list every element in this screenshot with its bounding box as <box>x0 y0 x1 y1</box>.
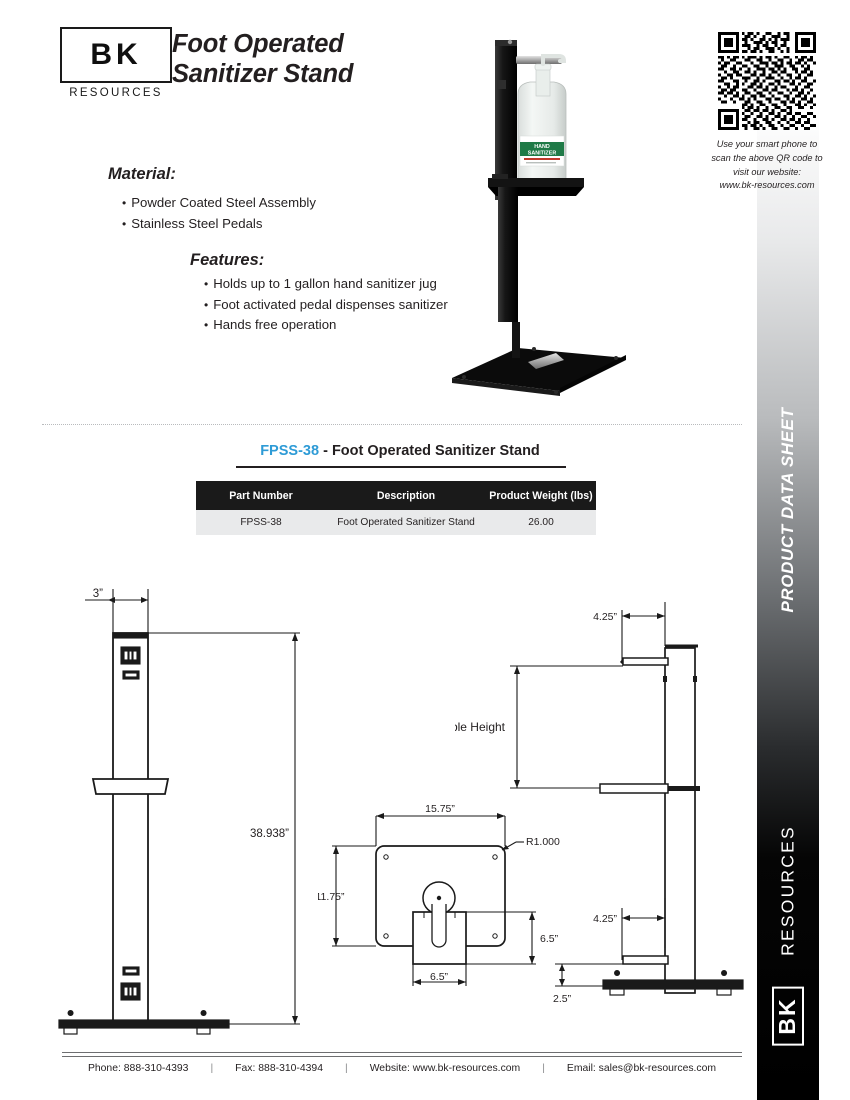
table-row: FPSS-38 Foot Operated Sanitizer Stand 26… <box>196 510 596 535</box>
sidebar-resources-text: RESOURCES <box>777 825 798 956</box>
dim-side-lower-offset: 4.25” <box>593 913 617 925</box>
list-item: Foot activated pedal dispenses sanitizer <box>204 295 448 316</box>
qr-caption-line4: www.bk-resources.com <box>719 180 815 191</box>
logo-box: BK <box>60 27 172 83</box>
table-title: FPSS-38 - Foot Operated Sanitizer Stand <box>196 443 604 459</box>
footer-website[interactable]: Website: www.bk-resources.com <box>369 1063 521 1074</box>
page-title-line2: Sanitizer Stand <box>172 60 354 89</box>
qr-caption-line2: scan the above QR code to <box>711 152 823 163</box>
column-header-description: Description <box>376 489 436 502</box>
dim-base-depth: 11.75” <box>318 891 345 903</box>
drawing-side-view: 4.25” Adjustable Height 4.25” 2.5” <box>455 602 744 1005</box>
list-item: Hands free operation <box>204 315 448 336</box>
features-heading: Features: <box>190 251 265 269</box>
table-title-dash: - <box>319 443 332 459</box>
sidebar-logo-text: BK <box>772 986 804 1046</box>
dim-side-top-offset: 4.25” <box>593 611 617 623</box>
table-title-rule <box>236 466 566 468</box>
brand-logo: BK RESOURCES <box>60 27 172 99</box>
label-adjustable-height: Adjustable Height <box>455 720 506 734</box>
footer-separator: | <box>210 1063 214 1074</box>
table-header-row: Part Number Description Product Weight (… <box>196 481 596 510</box>
qr-caption-line1: Use your smart phone to <box>716 139 818 149</box>
list-item: Stainless Steel Pedals <box>122 214 316 235</box>
column-header-part-number: Part Number <box>229 489 293 502</box>
footer-email[interactable]: Email: sales@bk-resources.com <box>566 1063 717 1074</box>
logo-subtitle: RESOURCES <box>69 87 163 99</box>
footer-separator: | <box>542 1063 545 1074</box>
material-list: Powder Coated Steel Assembly Stainless S… <box>122 193 316 234</box>
footer-rule-top <box>62 1052 742 1053</box>
features-list: Holds up to 1 gallon hand sanitizer jug … <box>204 274 448 336</box>
product-photo: HAND SANITIZER <box>452 39 626 396</box>
footer-separator: | <box>344 1063 348 1074</box>
dim-base-width: 15.75” <box>425 803 455 815</box>
svg-text:HAND: HAND <box>534 144 550 150</box>
qr-caption-line3: visit our website: <box>733 166 801 177</box>
section-divider <box>42 424 742 425</box>
dim-front-width: 3” <box>93 588 103 600</box>
svg-text:SANITIZER: SANITIZER <box>528 151 557 157</box>
footer-fax: Fax: 888-310-4394 <box>235 1063 323 1074</box>
dim-pedal-height: 6.5” <box>540 933 559 945</box>
dim-front-height: 38.938” <box>250 828 289 840</box>
dim-base-height: 2.5” <box>553 993 572 1005</box>
right-sidebar: PRODUCT DATA SHEET RESOURCES BK <box>757 0 819 1100</box>
footer-rule-bottom <box>62 1056 742 1057</box>
column-header-weight: Product Weight (lbs) <box>489 489 593 502</box>
footer-contact-bar: Phone: 888-310-4393 | Fax: 888-310-4394 … <box>62 1063 742 1074</box>
cell-part-number: FPSS-38 <box>240 517 282 528</box>
cell-weight: 26.00 <box>528 517 554 528</box>
drawing-base-plate: 15.75” 11.75” R1.000 6.5” 6.5” <box>318 803 560 986</box>
material-heading: Material: <box>108 165 176 183</box>
drawing-front-view: 3” 38.938” <box>58 588 300 1035</box>
qr-code-icon <box>718 32 816 130</box>
page-title: Foot Operated Sanitizer Stand <box>172 29 462 89</box>
qr-block: Use your smart phone to scan the above Q… <box>711 32 823 193</box>
logo-text: BK <box>90 38 142 71</box>
table-title-description: Foot Operated Sanitizer Stand <box>331 443 540 459</box>
list-item: Holds up to 1 gallon hand sanitizer jug <box>204 274 448 295</box>
page-title-line1: Foot Operated <box>172 30 344 58</box>
dim-pedal-width: 6.5” <box>430 971 449 983</box>
table-title-part-number: FPSS-38 <box>260 443 320 459</box>
product-table: Part Number Description Product Weight (… <box>196 481 596 535</box>
qr-caption: Use your smart phone to scan the above Q… <box>711 138 823 193</box>
dim-base-radius: R1.000 <box>526 836 560 848</box>
list-item: Powder Coated Steel Assembly <box>122 193 316 214</box>
cell-description: Foot Operated Sanitizer Stand <box>337 517 475 528</box>
sidebar-logo: BK <box>772 986 804 1046</box>
sidebar-title: PRODUCT DATA SHEET <box>778 407 797 613</box>
footer-phone: Phone: 888-310-4393 <box>87 1063 189 1074</box>
